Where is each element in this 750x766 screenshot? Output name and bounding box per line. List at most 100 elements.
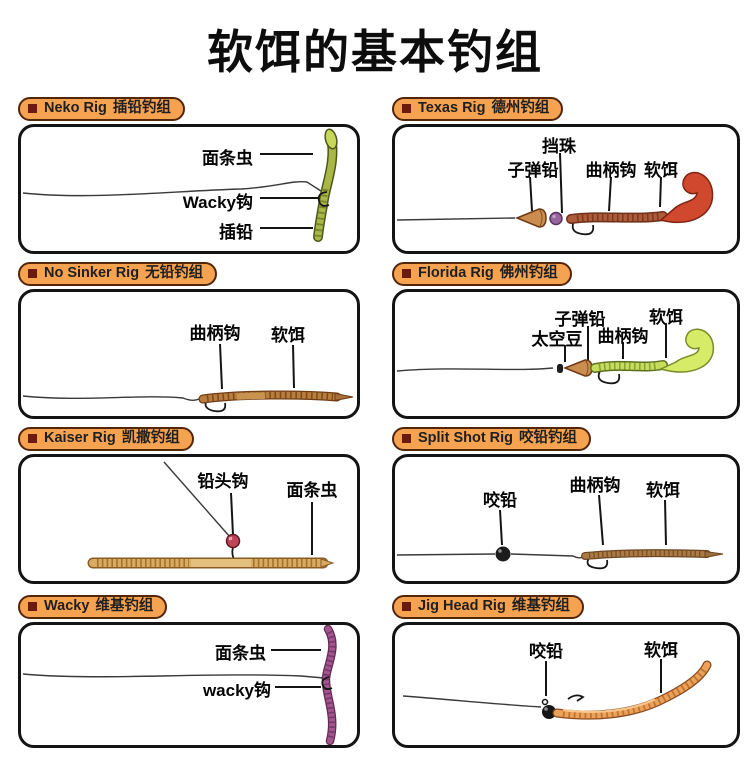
- panel-header-wacky-rig: Wacky 维基钓组: [18, 595, 168, 619]
- panel-title-zh: 咬铅钓组: [519, 430, 578, 446]
- split-shot-rig-diagram: [396, 494, 724, 570]
- offset-hook: [586, 554, 609, 570]
- label-bullet-weight: 子弹铅: [507, 161, 559, 180]
- florida-rig-diagram: [396, 323, 715, 385]
- panel-title-zh: 凯撒钓组: [121, 430, 180, 446]
- jig-head-highlight: [544, 707, 548, 711]
- label-soft-bait: 软饵: [644, 161, 678, 180]
- worm-smooth-band: [236, 392, 266, 400]
- panel-florida-rig: Florida Rig 佛州钓组 太空豆 子弹铅 曲柄钩: [392, 262, 740, 419]
- label-soft-bait: 软饵: [646, 481, 680, 500]
- worm-tail: [704, 550, 724, 559]
- label-insert-weight: 插铅: [219, 223, 253, 242]
- bead-highlight: [552, 214, 556, 219]
- wacky-hook: [317, 191, 330, 207]
- label-soft-bait: 软饵: [271, 326, 305, 345]
- panel-split-shot-rig: Split Shot Rig 咬铅钓组 咬铅 曲柄钩 软饵: [392, 427, 740, 584]
- offset-hook: [597, 368, 621, 385]
- fishing-line: [396, 553, 584, 559]
- panel-header-no-sinker-rig: No Sinker Rig 无铅钓组: [18, 262, 218, 286]
- label-offset-hook: 曲柄钩: [585, 161, 637, 180]
- label-split-shot: 咬铅: [529, 642, 563, 661]
- panel-neko-rig: Neko Rig 插铅钓组 面条虫 Wacky钩 插铅: [18, 97, 360, 254]
- worm-ribs: [598, 361, 660, 371]
- panel-box: 面条虫 Wacky钩 插铅: [18, 124, 360, 254]
- wacky-hook: [321, 676, 333, 691]
- neko-rig-diagram: [22, 128, 338, 242]
- badge-square-icon: [402, 434, 411, 443]
- bullet-ring: [539, 209, 543, 227]
- panel-box: 曲柄钩 软饵: [18, 289, 360, 419]
- panel-header-texas-rig: Texas Rig 德州钓组: [392, 97, 564, 121]
- label-noodle-worm: 面条虫: [202, 149, 253, 168]
- panel-title-zh: 佛州钓组: [499, 265, 558, 281]
- badge-square-icon: [28, 269, 37, 278]
- label-noodle-worm: 面条虫: [215, 644, 266, 663]
- panel-title-en: Kaiser Rig: [44, 430, 116, 446]
- label-space-bean: 太空豆: [531, 330, 583, 349]
- panel-title-zh: 维基钓组: [511, 598, 570, 614]
- panel-title-zh: 维基钓组: [95, 598, 154, 614]
- panel-title-en: Wacky: [44, 598, 90, 614]
- leader-line: [559, 152, 563, 214]
- panel-no-sinker-rig: No Sinker Rig 无铅钓组 曲柄钩 软饵: [18, 262, 360, 419]
- panel-header-split-shot-rig: Split Shot Rig 咬铅钓组: [392, 427, 592, 451]
- worm-body: [314, 133, 336, 241]
- panel-box: 咬铅 曲柄钩 软饵: [392, 454, 740, 584]
- leader-line: [219, 343, 223, 390]
- fishing-line: [163, 461, 231, 538]
- worm-body: [553, 661, 711, 719]
- panel-title-en: No Sinker Rig: [44, 265, 140, 281]
- panel-box: 咬铅 软饵: [392, 622, 740, 748]
- worm-ribs: [206, 391, 334, 402]
- worm-tail: [334, 392, 354, 402]
- wacky-rig-diagram: [22, 625, 337, 745]
- leader-line: [529, 176, 533, 212]
- panel-title-en: Jig Head Rig: [418, 598, 506, 614]
- leader-line: [659, 176, 662, 208]
- panel-header-kaiser-rig: Kaiser Rig 凯撒钓组: [18, 427, 194, 451]
- label-offset-hook: 曲柄钩: [189, 324, 241, 343]
- jig-head-ball: [225, 533, 241, 549]
- panel-title-en: Texas Rig: [418, 100, 486, 116]
- panel-title-zh: 德州钓组: [491, 100, 550, 116]
- fishing-line: [22, 180, 322, 197]
- badge-square-icon: [28, 434, 37, 443]
- texas-rig-diagram: [396, 152, 714, 236]
- jig-eye-ring: [541, 698, 549, 706]
- no-sinker-rig-diagram: [22, 343, 354, 413]
- panel-header-neko-rig: Neko Rig 插铅钓组: [18, 97, 185, 121]
- space-bean-stopper: [557, 364, 563, 373]
- label-soft-bait: 软饵: [649, 308, 683, 327]
- kaiser-rig-diagram: [87, 461, 335, 569]
- panel-wacky-rig: Wacky 维基钓组 面条虫 wacky钩: [18, 595, 360, 748]
- fishing-line: [22, 673, 325, 679]
- fishing-line: [396, 217, 516, 221]
- leader-line: [499, 509, 503, 546]
- leader-line: [230, 492, 234, 536]
- jig-head-highlight: [228, 536, 233, 541]
- badge-square-icon: [402, 104, 411, 113]
- page-title: 软饵的基本钓组: [207, 26, 543, 78]
- badge-square-icon: [402, 269, 411, 278]
- leader-line: [292, 344, 295, 389]
- panel-title-en: Neko Rig: [44, 100, 107, 116]
- panel-header-jig-head-rig: Jig Head Rig 维基钓组: [392, 595, 584, 619]
- split-shot-weight: [495, 546, 511, 562]
- split-shot-highlight: [498, 549, 502, 553]
- fishing-line: [396, 367, 554, 372]
- curly-tail: [659, 171, 714, 224]
- panel-title-zh: 无铅钓组: [145, 265, 204, 281]
- label-offset-hook: 曲柄钩: [569, 476, 621, 495]
- worm-ribs: [322, 630, 336, 739]
- panel-box: 太空豆 子弹铅 曲柄钩 软饵: [392, 289, 740, 419]
- leader-line: [608, 176, 612, 212]
- panel-title-zh: 插铅钓组: [112, 100, 171, 116]
- label-jig-head-hook: 铅头钩: [197, 472, 249, 491]
- panel-box: 铅头钩 面条虫: [18, 454, 360, 584]
- panel-title-en: Split Shot Rig: [418, 430, 514, 446]
- panel-texas-rig: Texas Rig 德州钓组 挡珠 子弹铅 曲柄钩: [392, 97, 740, 254]
- label-stopper-bead: 挡珠: [542, 137, 576, 156]
- label-wacky-hook: Wacky钩: [182, 193, 253, 212]
